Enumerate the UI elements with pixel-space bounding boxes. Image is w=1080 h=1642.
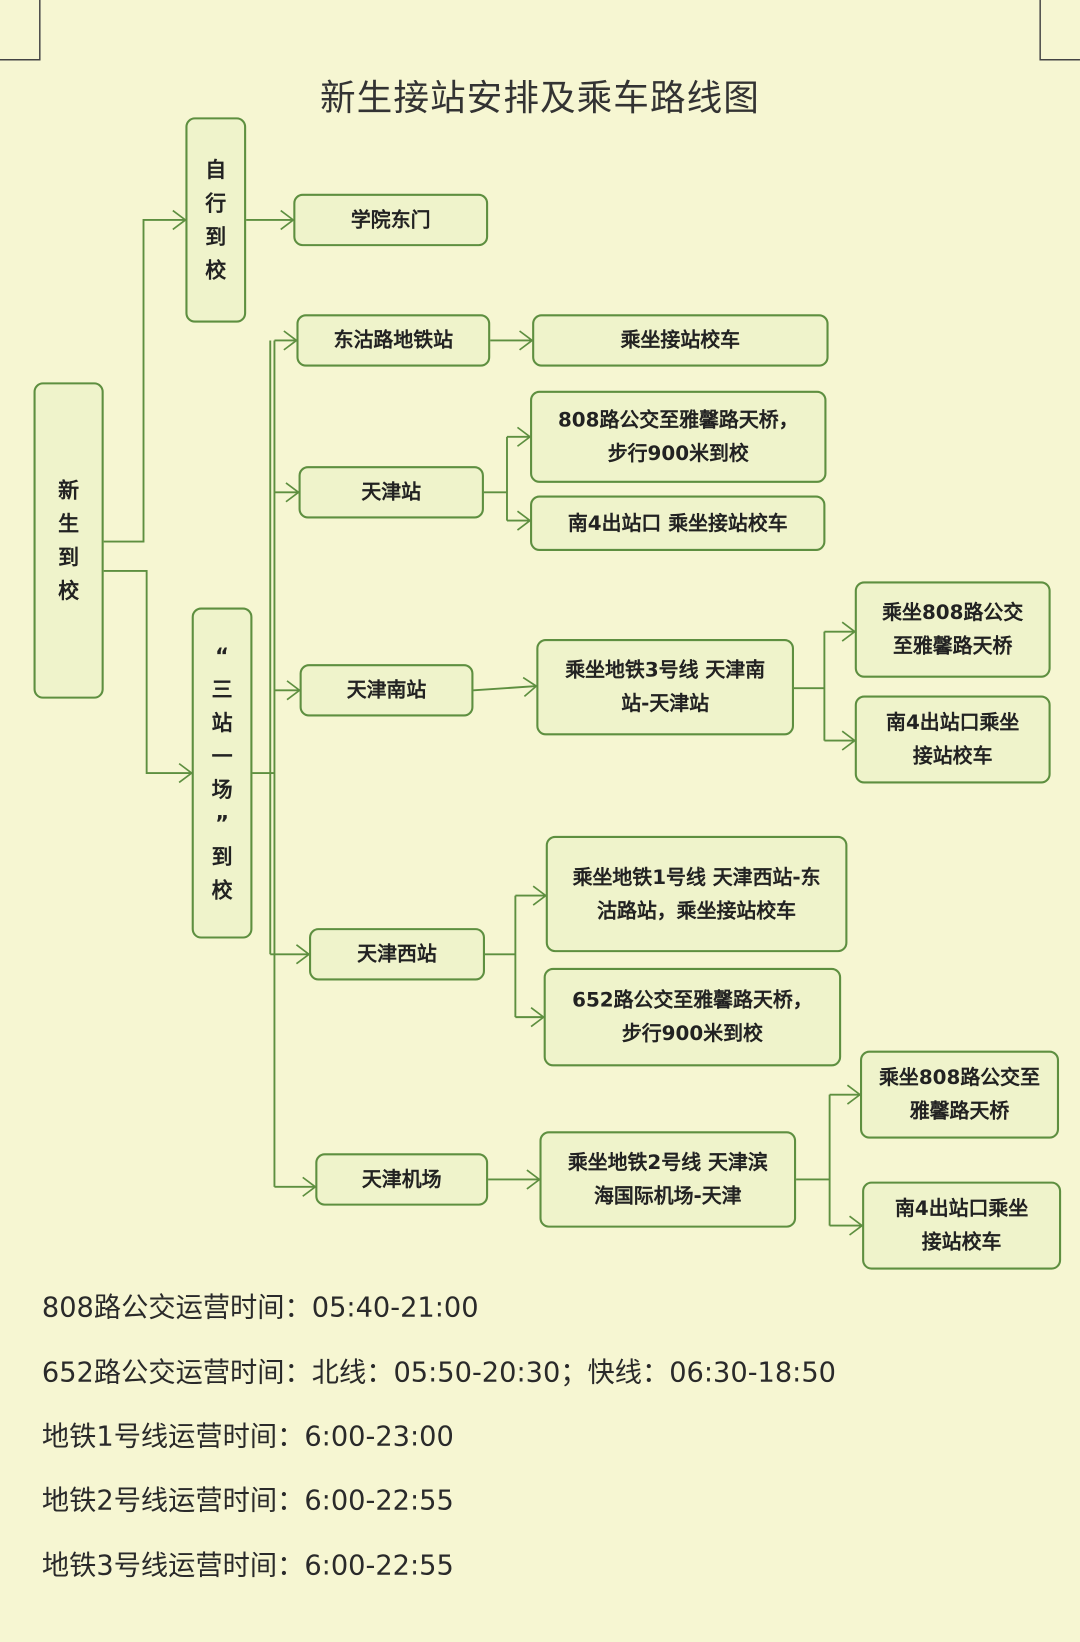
schedule-bus652: 652路公交运营时间：北线：05:50-20:30；快线：06:30-18:50	[41, 1357, 837, 1389]
node-tj-bus808: 808路公交至雅馨路天桥，步行900米到校	[530, 390, 827, 483]
char: 自	[205, 157, 227, 183]
node-donggu-station: 东沽路地铁站	[296, 314, 491, 367]
char: 校	[58, 578, 80, 604]
node-tianjin-west: 天津西站	[309, 928, 485, 981]
char: 校	[211, 877, 233, 903]
node-tj-shuttle: 南4出站口 乘坐接站校车	[530, 495, 826, 551]
char: 新	[58, 477, 80, 503]
char: ”	[215, 810, 229, 836]
char: 一	[211, 743, 233, 769]
node-tjs-metro3: 乘坐地铁3号线 天津南站-天津站	[536, 638, 795, 736]
node-tjs-bus808: 乘坐808路公交至雅馨路天桥	[854, 581, 1051, 678]
schedule-metro3: 地铁3号线运营时间：6:00-22:55	[41, 1550, 454, 1582]
node-self-arrival: 自行到校	[185, 117, 247, 323]
node-three-stations: “ 三站一场 ” 到校	[191, 607, 253, 939]
node-new-student: 新生到校	[33, 382, 104, 699]
node-air-shuttle: 南4出站口乘坐接站校车	[862, 1181, 1062, 1270]
page-title: 新生接站安排及乘车路线图	[320, 77, 760, 120]
schedule-metro1: 地铁1号线运营时间：6:00-23:00	[41, 1421, 454, 1453]
char: 到	[211, 844, 233, 870]
node-donggu-shuttle: 乘坐接站校车	[532, 314, 829, 367]
char: 行	[205, 190, 227, 216]
char: 校	[205, 257, 227, 283]
node-tjw-bus652: 652路公交至雅馨路天桥，步行900米到校	[543, 967, 842, 1067]
node-east-gate: 学院东门	[293, 193, 489, 247]
node-tianjin-south: 天津南站	[299, 664, 474, 717]
char: 三	[211, 676, 233, 702]
node-air-metro2: 乘坐地铁2号线 天津滨海国际机场-天津	[539, 1131, 797, 1228]
char: “	[215, 643, 229, 669]
schedule-metro2: 地铁2号线运营时间：6:00-22:55	[41, 1485, 454, 1517]
char: 到	[205, 224, 227, 250]
node-tjs-shuttle: 南4出站口乘坐接站校车	[854, 695, 1051, 784]
node-air-bus808: 乘坐808路公交至雅馨路天桥	[859, 1050, 1060, 1139]
node-tianjin-station: 天津站	[298, 466, 484, 519]
char: 到	[58, 544, 80, 570]
schedule-bus808: 808路公交运营时间：05:40-21:00	[41, 1292, 479, 1325]
char: 场	[211, 777, 233, 803]
corner-marks	[0, 0, 1080, 61]
node-tianjin-airport: 天津机场	[315, 1153, 489, 1206]
char: 站	[211, 710, 233, 736]
char: 生	[58, 511, 80, 537]
node-tjw-metro1: 乘坐地铁1号线 天津西站-东沽路站，乘坐接站校车	[545, 835, 848, 953]
